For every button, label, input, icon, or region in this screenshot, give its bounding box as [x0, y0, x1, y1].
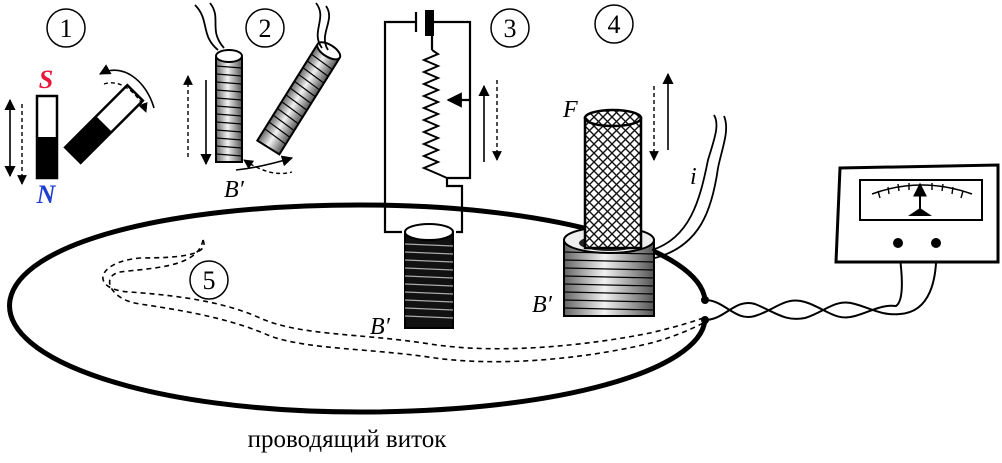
- label-i: i: [690, 164, 697, 190]
- coil-vertical: [194, 2, 243, 163]
- marker-2: 2: [245, 8, 285, 48]
- label-b-prime-4: B′: [532, 292, 553, 318]
- bar-magnet-vertical: [35, 94, 59, 180]
- label-b-prime-2: B′: [224, 177, 245, 203]
- galvanometer: [834, 163, 1000, 264]
- battery-plate-short: [425, 10, 434, 36]
- terminal-left: [893, 238, 903, 248]
- coil-lead-wire: [323, 5, 331, 51]
- pole-n-label: N: [36, 180, 57, 209]
- label-b-prime-3: B′: [370, 314, 391, 340]
- svg-text:3: 3: [504, 14, 517, 43]
- coil-motion-arrows: [183, 75, 294, 175]
- marker-5: 5: [189, 260, 229, 300]
- caption-conducting-loop: проводящий виток: [248, 426, 448, 453]
- coil-3: [404, 223, 454, 329]
- svg-text:5: 5: [203, 266, 216, 295]
- marker-3: 3: [490, 8, 530, 48]
- svg-text:2: 2: [259, 14, 272, 43]
- rheostat-spring: [421, 49, 448, 179]
- coil-4-leads: [651, 114, 728, 259]
- dashed-loop-shape: [102, 239, 706, 363]
- core-motion-arrows: [649, 72, 674, 161]
- magnet-motion-arrows: [4, 64, 155, 185]
- svg-text:4: 4: [608, 10, 621, 39]
- terminal-right: [931, 238, 941, 248]
- svg-text:1: 1: [60, 14, 73, 43]
- conducting-loop: [7, 202, 708, 415]
- marker-4: 4: [594, 4, 634, 44]
- battery-circuit: [383, 10, 472, 234]
- coil-lead-wire: [315, 2, 323, 49]
- coil-tilted: [255, 41, 342, 156]
- pole-s-label: S: [39, 65, 53, 94]
- twisted-leads: [701, 242, 938, 324]
- slider-motion-arrows: [478, 80, 502, 162]
- core-f: [583, 108, 643, 250]
- marker-1: 1: [46, 8, 86, 48]
- bar-magnet-tilted: [63, 83, 145, 165]
- label-f: F: [562, 97, 578, 123]
